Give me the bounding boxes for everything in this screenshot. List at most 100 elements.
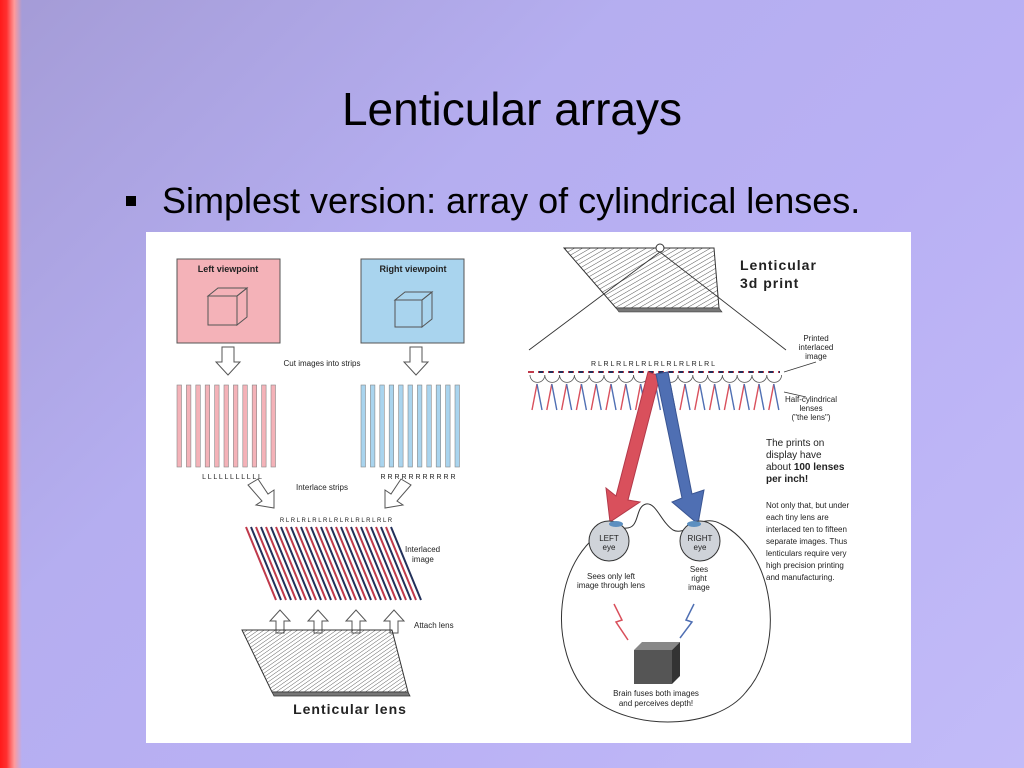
svg-text:and manufacturing.: and manufacturing. — [766, 573, 835, 582]
strip — [360, 384, 366, 468]
diagonal-arrow-icon — [384, 478, 412, 509]
attach-lens-label: Attach lens — [414, 621, 454, 630]
slide-title: Lenticular arrays — [341, 83, 683, 135]
ray — [758, 383, 765, 411]
lens — [722, 374, 738, 383]
strip — [315, 526, 347, 601]
ray — [743, 383, 750, 411]
strip — [214, 384, 220, 468]
lens — [736, 374, 753, 383]
lens-label-1: Half-cylindrical — [785, 395, 837, 404]
strip — [426, 384, 432, 468]
brain-label-2: and perceives depth! — [619, 699, 693, 708]
strip — [345, 526, 377, 601]
strip — [435, 384, 442, 468]
viewpoint-marker — [655, 243, 665, 253]
right-viewpoint-label: Right viewpoint — [380, 264, 447, 274]
left-image-strips — [176, 384, 276, 468]
red-light-arrow — [605, 371, 661, 523]
left-viewpoint-box: Left viewpoint — [176, 258, 281, 344]
strip — [454, 384, 460, 468]
strip — [280, 526, 312, 601]
ray — [713, 383, 721, 411]
lenses-text-2: display have — [766, 450, 822, 461]
strip — [285, 526, 317, 601]
ray — [565, 383, 573, 411]
strip — [379, 384, 385, 468]
head-outline — [560, 503, 771, 723]
strip — [290, 526, 322, 601]
strip — [335, 526, 367, 601]
right-eye-label-1: RIGHT — [688, 534, 713, 543]
left-viewpoint-label: Left viewpoint — [198, 264, 259, 274]
ray — [531, 383, 538, 411]
strip — [265, 526, 297, 601]
ray — [708, 383, 716, 411]
lenticular-diagram: Left viewpoint Right viewpoint — [176, 243, 850, 723]
ray — [620, 383, 627, 411]
svg-text:Not only that, but under: Not only that, but under — [766, 501, 850, 510]
right-eye-label-2: eye — [694, 543, 707, 552]
strip — [340, 526, 372, 601]
perceived-cube-icon — [634, 642, 680, 684]
svg-text:high precision printing: high precision printing — [766, 561, 844, 570]
strip — [365, 526, 397, 601]
ray — [625, 383, 632, 411]
ray — [768, 383, 775, 411]
lens — [766, 374, 782, 383]
lens — [707, 374, 723, 383]
strip — [176, 384, 182, 468]
ray — [694, 383, 701, 411]
strip — [233, 384, 239, 468]
strip — [270, 526, 302, 601]
down-arrow-icon — [214, 346, 242, 376]
strip — [195, 384, 201, 468]
down-arrow-icon — [402, 346, 430, 376]
red-bolt-icon — [613, 603, 629, 641]
strip — [390, 526, 422, 601]
strip — [325, 526, 357, 601]
strip — [360, 526, 392, 601]
right-eye: RIGHT eye — [679, 520, 721, 562]
strip — [370, 526, 402, 601]
left-eye-label-1: LEFT — [599, 534, 619, 543]
right-strip-letters: R R R R R R R R R R R — [380, 474, 455, 481]
lens-label-3: ("the lens") — [791, 413, 830, 422]
right-sees-2: right — [691, 574, 707, 583]
interlaced-image — [245, 526, 422, 601]
strip — [330, 526, 362, 601]
brain-label-1: Brain fuses both images — [613, 689, 699, 698]
blue-bolt-icon — [679, 603, 695, 639]
lens-label-2: lenses — [799, 404, 822, 413]
strip — [261, 384, 267, 468]
lens — [751, 374, 768, 383]
right-image-strips — [360, 384, 460, 468]
cube-icon — [206, 286, 249, 327]
printed-label-3: image — [805, 352, 827, 361]
lens — [603, 374, 620, 383]
ray — [753, 383, 760, 411]
strip — [310, 526, 342, 601]
interlaced-image-label-1: Interlaced — [405, 545, 440, 554]
strip — [370, 384, 376, 468]
right-sees-1: Sees — [690, 565, 708, 574]
ray — [551, 383, 558, 411]
strip — [204, 384, 211, 468]
lens — [618, 374, 634, 383]
strip — [375, 526, 407, 601]
right-viewpoint-box: Right viewpoint — [360, 258, 465, 344]
ray — [679, 383, 686, 411]
lens — [529, 374, 546, 383]
left-sees-1: Sees only left — [587, 572, 636, 581]
ray — [580, 383, 588, 411]
interlace-label: Interlace strips — [296, 483, 348, 492]
left-eye-label-2: eye — [603, 543, 616, 552]
up-arrow-icon — [382, 609, 406, 634]
strip — [223, 384, 229, 468]
strip — [186, 384, 192, 468]
lens — [574, 374, 590, 383]
strip — [385, 526, 417, 601]
lenses-text-3: about 100 lenses — [766, 462, 845, 473]
ray — [738, 383, 745, 411]
lens — [588, 374, 605, 383]
